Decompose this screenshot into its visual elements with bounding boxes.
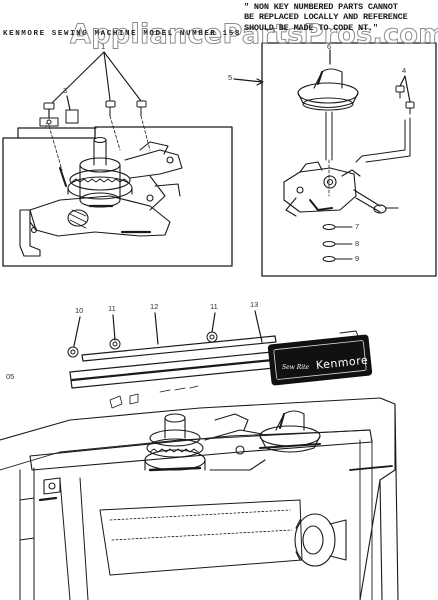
callout-12: 12 [150,302,159,311]
nameplate-mark [339,330,359,337]
callout-7: 7 [355,222,360,231]
leader-line-3 [66,95,71,111]
dashed-guides [48,115,151,171]
leader-lines-1 [51,51,142,104]
screw-group-right [395,85,415,115]
callout-4: 4 [402,66,407,75]
callout-8: 8 [355,239,360,248]
machine-housing [0,397,396,600]
callout-3: 3 [63,86,68,95]
trim-strip [81,335,277,362]
link-wire [355,117,411,163]
main-cam-stack [144,413,206,471]
right-detail-panel [233,42,437,277]
right-panel-border [261,42,437,277]
callout-5: 5 [228,73,233,82]
washer-stack [322,224,353,262]
knob-shaft [325,111,333,161]
nameplate-script: Sew Rite [282,364,310,371]
top-cover [29,429,373,471]
callout-11-left: 11 [108,304,116,313]
zigzag-mechanism [19,136,183,257]
lower-trim-bar-inner [70,358,275,382]
screw-group-left [43,100,147,119]
callout-11-right: 11 [210,302,218,311]
leader-line-5 [233,78,263,83]
trim-strip-assembly [67,310,373,389]
callout-1: 1 [101,42,106,51]
callout-2: 2 [45,121,50,130]
callout-05: 05 [6,372,15,381]
stitch-knob [297,68,359,111]
plate-parts [39,109,79,127]
parts-note: " NON KEY NUMBERED PARTS CANNOT BE REPLA… [244,2,408,33]
model-header: KENMORE SEWING MACHINE MODEL NUMBER 158 [3,30,241,38]
leader-lines-10-13 [73,310,263,347]
callout-6: 6 [327,42,332,51]
leader-lines-4 [399,75,411,103]
balance-wheel [294,513,347,567]
callout-13: 13 [250,300,259,309]
stitch-control-mechanism [283,161,399,217]
left-detail-panel [2,51,233,267]
nameplate-bevel [273,340,367,380]
machine-assembly [0,385,399,600]
panel-leader-arrow [17,127,97,139]
callout-9: 9 [355,254,360,263]
arrow-head-5 [256,78,264,86]
callout-10: 10 [75,306,84,315]
